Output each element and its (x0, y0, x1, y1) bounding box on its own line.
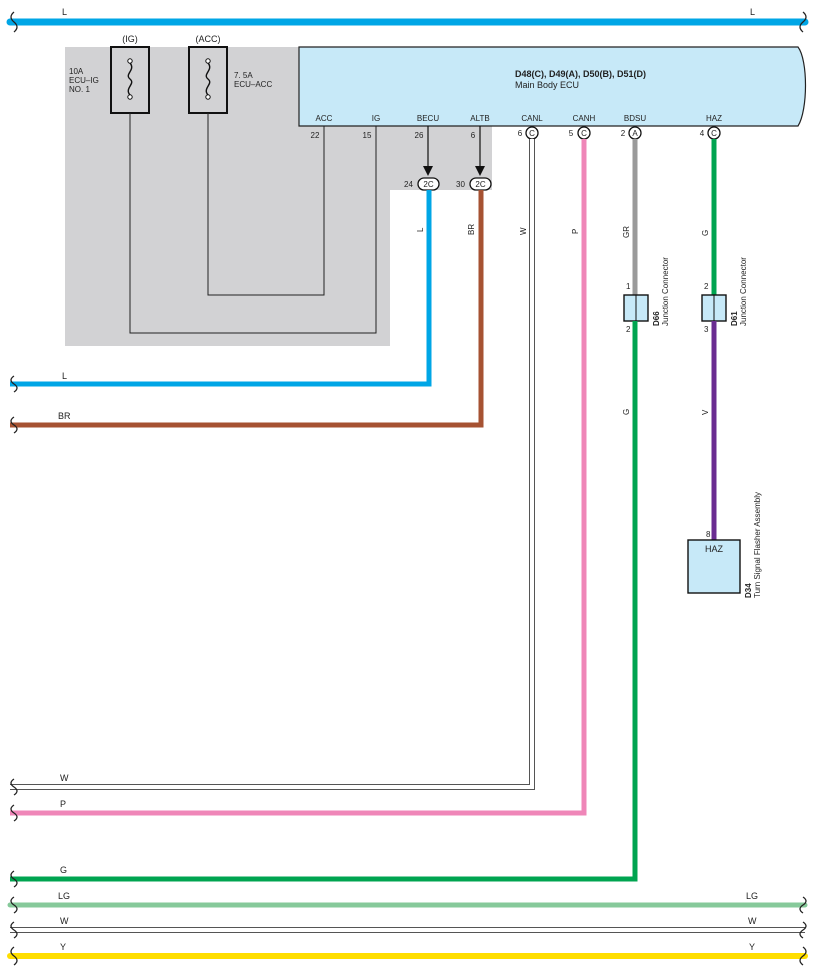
wire-label-w-left: W (60, 916, 69, 926)
break-mark-lg-left (10, 896, 18, 914)
break-mark-br (10, 416, 18, 434)
d61-pin-in: 2 (704, 282, 709, 291)
ecu-pin-number-ig: 15 (363, 131, 372, 140)
break-mark-g (10, 870, 18, 888)
break-mark-top-left (10, 11, 18, 33)
ecu-name: Main Body ECU (515, 80, 579, 90)
wire-label-d61-out: V (701, 409, 710, 415)
wire-fuse-acc-to-acc-pin (207, 113, 325, 296)
ecu-pin-number-canl: 6 (518, 129, 523, 138)
altb-arrow-icon (475, 166, 485, 176)
fuse-ig-terminal-top (127, 58, 133, 64)
d61-code: D61 (730, 311, 739, 326)
ecu-connector-canh-letter: C (581, 129, 587, 138)
wire-label-y-left: Y (60, 942, 66, 952)
wire-label-bdsu: GR (622, 226, 631, 238)
ecu-pin-label-ig: IG (372, 114, 380, 123)
ecu-pin-label-bdsu: BDSU (624, 114, 646, 123)
wire-label-left-br: BR (58, 411, 71, 421)
wire-label-altb: BR (467, 224, 476, 235)
ecu-pin-label-altb: ALTB (470, 114, 489, 123)
fuse-ig-symbol (127, 62, 133, 96)
ecu-pin-number-haz: 4 (700, 129, 705, 138)
ecu-connector-haz-letter: C (711, 129, 717, 138)
break-mark-y-left (10, 946, 18, 966)
ecu-pin-label-becu: BECU (417, 114, 439, 123)
wire-label-left-p: P (60, 799, 66, 809)
ecu-pin-label-haz: HAZ (706, 114, 722, 123)
wire-label-canh: P (571, 229, 580, 234)
wire-canh-p (10, 139, 587, 816)
fuse-ig-name-1: ECU–IG (69, 76, 99, 85)
fuse-acc-rating: 7. 5A (234, 71, 253, 80)
d66-code: D66 (652, 311, 661, 326)
wire-label-left-w: W (60, 773, 69, 783)
break-mark-w-left (10, 921, 18, 939)
fuse-ig-name-2: NO. 1 (69, 85, 90, 94)
wire-label-top-left: L (62, 7, 67, 17)
wire-label-lg-right: LG (746, 891, 758, 901)
fuse-acc-terminal-top (205, 58, 211, 64)
break-mark-w-right (799, 921, 807, 939)
ecu-pin-number-becu: 26 (415, 131, 424, 140)
ecu-connector-bdsu-letter: A (632, 129, 638, 138)
d34-terminal-label: HAZ (705, 544, 724, 554)
ecu-pin-number-acc: 22 (311, 131, 320, 140)
d66-pin-out: 2 (626, 325, 631, 334)
break-mark-y-right (799, 946, 807, 966)
d34-code: D34 (744, 583, 753, 598)
fuse-acc-symbol (205, 62, 211, 96)
break-mark-p (10, 804, 18, 822)
fuse-ig-rating: 10A (69, 67, 84, 76)
wire-altb-br (10, 190, 484, 428)
wire-label-left-l: L (62, 371, 67, 381)
d66-pin-in: 1 (626, 282, 631, 291)
ecu-connector-canl-letter: C (529, 129, 535, 138)
d34-pin: 8 (706, 530, 711, 539)
break-mark-w (10, 778, 18, 796)
wire-label-top-right: L (750, 7, 755, 17)
fuse-ig-terminal-bottom (127, 94, 133, 100)
wire-label-lg-left: LG (58, 891, 70, 901)
wire-label-haz: G (701, 230, 710, 236)
ecu-pin-number-bdsu: 2 (621, 129, 626, 138)
ecu-pin-label-canl: CANL (521, 114, 543, 123)
break-mark-l (10, 375, 18, 393)
wire-fuse-ig-to-ig-pin (129, 113, 377, 334)
d61-name: Junction Connector (739, 257, 748, 326)
d66-name: Junction Connector (661, 257, 670, 326)
wire-label-left-g: G (60, 865, 67, 875)
junction-2c-becu-label: 2C (423, 180, 433, 189)
wire-label-w-right: W (748, 916, 757, 926)
d61-pin-out: 3 (704, 325, 709, 334)
wire-label-y-right: Y (749, 942, 755, 952)
ecu-pin-label-acc: ACC (316, 114, 333, 123)
becu-arrow-icon (423, 166, 433, 176)
wire-label-canl: W (519, 227, 528, 235)
ecu-codes: D48(C), D49(A), D50(B), D51(D) (515, 69, 646, 79)
junction-2c-altb-label: 2C (475, 180, 485, 189)
ecu-pin-label-canh: CANH (573, 114, 596, 123)
wire-canl-w (10, 139, 534, 789)
break-mark-lg-right (799, 896, 807, 914)
d34-turn-signal-flasher (687, 539, 741, 594)
main-body-ecu-box (298, 46, 807, 127)
fuse-acc-name: ECU–ACC (234, 80, 272, 89)
wire-label-becu: L (416, 227, 425, 232)
ecu-pin-number-canh: 5 (569, 129, 574, 138)
d34-name: Turn Signal Flasher Assembly (753, 492, 762, 598)
junction-2c-altb-pin: 30 (456, 180, 465, 189)
wire-label-d66-out: G (622, 409, 631, 415)
fuse-acc-tag: (ACC) (196, 34, 221, 44)
break-mark-top-right (799, 11, 807, 33)
fuse-ig-tag: (IG) (122, 34, 138, 44)
fuse-acc-terminal-bottom (205, 94, 211, 100)
ecu-pin-number-altb: 6 (471, 131, 476, 140)
junction-2c-becu-pin: 24 (404, 180, 413, 189)
wire-d66-g (10, 321, 638, 882)
wire-becu-l (10, 190, 432, 387)
